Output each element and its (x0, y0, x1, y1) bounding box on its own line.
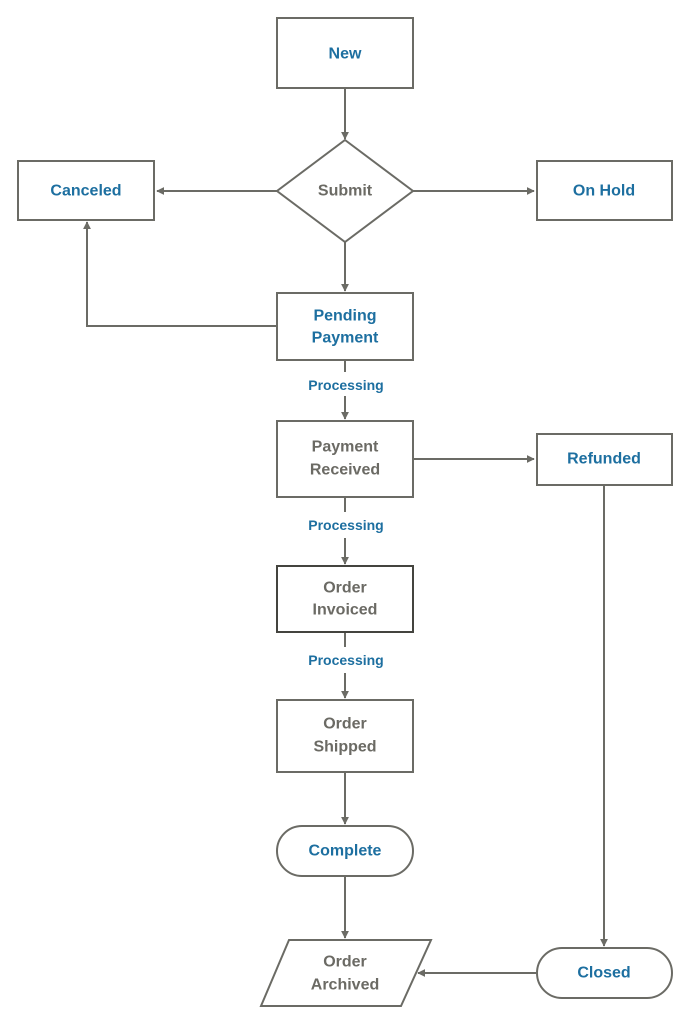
node-order-archived-line1: Order (323, 954, 367, 971)
edge-labels: Processing Processing Processing (308, 377, 383, 668)
node-order-invoiced: Order Invoiced (276, 565, 414, 633)
node-payment-received-line1: Payment (312, 439, 379, 456)
node-refunded: Refunded (536, 433, 673, 486)
node-closed-label: Closed (577, 965, 630, 982)
edge-pending-to-canceled (83, 221, 277, 327)
node-payment-received: Payment Received (276, 420, 414, 498)
node-submit-label: Submit (318, 183, 373, 200)
node-closed: Closed (536, 947, 673, 999)
node-order-archived: Order Archived (259, 939, 433, 1007)
edge-label-processing-3: Processing (308, 652, 383, 668)
nodes: New Submit Canceled On Hold Pending Paym… (17, 17, 673, 1007)
node-order-invoiced-line1: Order (323, 580, 367, 597)
node-canceled: Canceled (17, 160, 155, 221)
node-pending-payment-line2: Payment (312, 330, 379, 347)
node-on-hold: On Hold (536, 160, 673, 221)
node-refunded-label: Refunded (567, 451, 641, 468)
node-submit-decision: Submit (275, 138, 415, 244)
node-order-shipped: Order Shipped (276, 699, 414, 773)
node-payment-received-line2: Received (310, 462, 380, 479)
edge-label-processing-2: Processing (308, 517, 383, 533)
node-on-hold-label: On Hold (573, 183, 635, 200)
edge-label-processing-1: Processing (308, 377, 383, 393)
node-complete-label: Complete (309, 843, 382, 860)
node-pending-payment: Pending Payment (276, 292, 414, 361)
node-pending-payment-line1: Pending (313, 308, 376, 325)
edges (83, 88, 608, 977)
node-new: New (276, 17, 414, 89)
node-order-archived-line2: Archived (311, 977, 379, 994)
node-canceled-label: Canceled (50, 183, 121, 200)
node-new-label: New (329, 46, 362, 63)
node-order-invoiced-line2: Invoiced (313, 602, 378, 619)
node-order-shipped-line1: Order (323, 716, 367, 733)
node-complete: Complete (276, 825, 414, 877)
node-order-shipped-line2: Shipped (313, 739, 376, 756)
